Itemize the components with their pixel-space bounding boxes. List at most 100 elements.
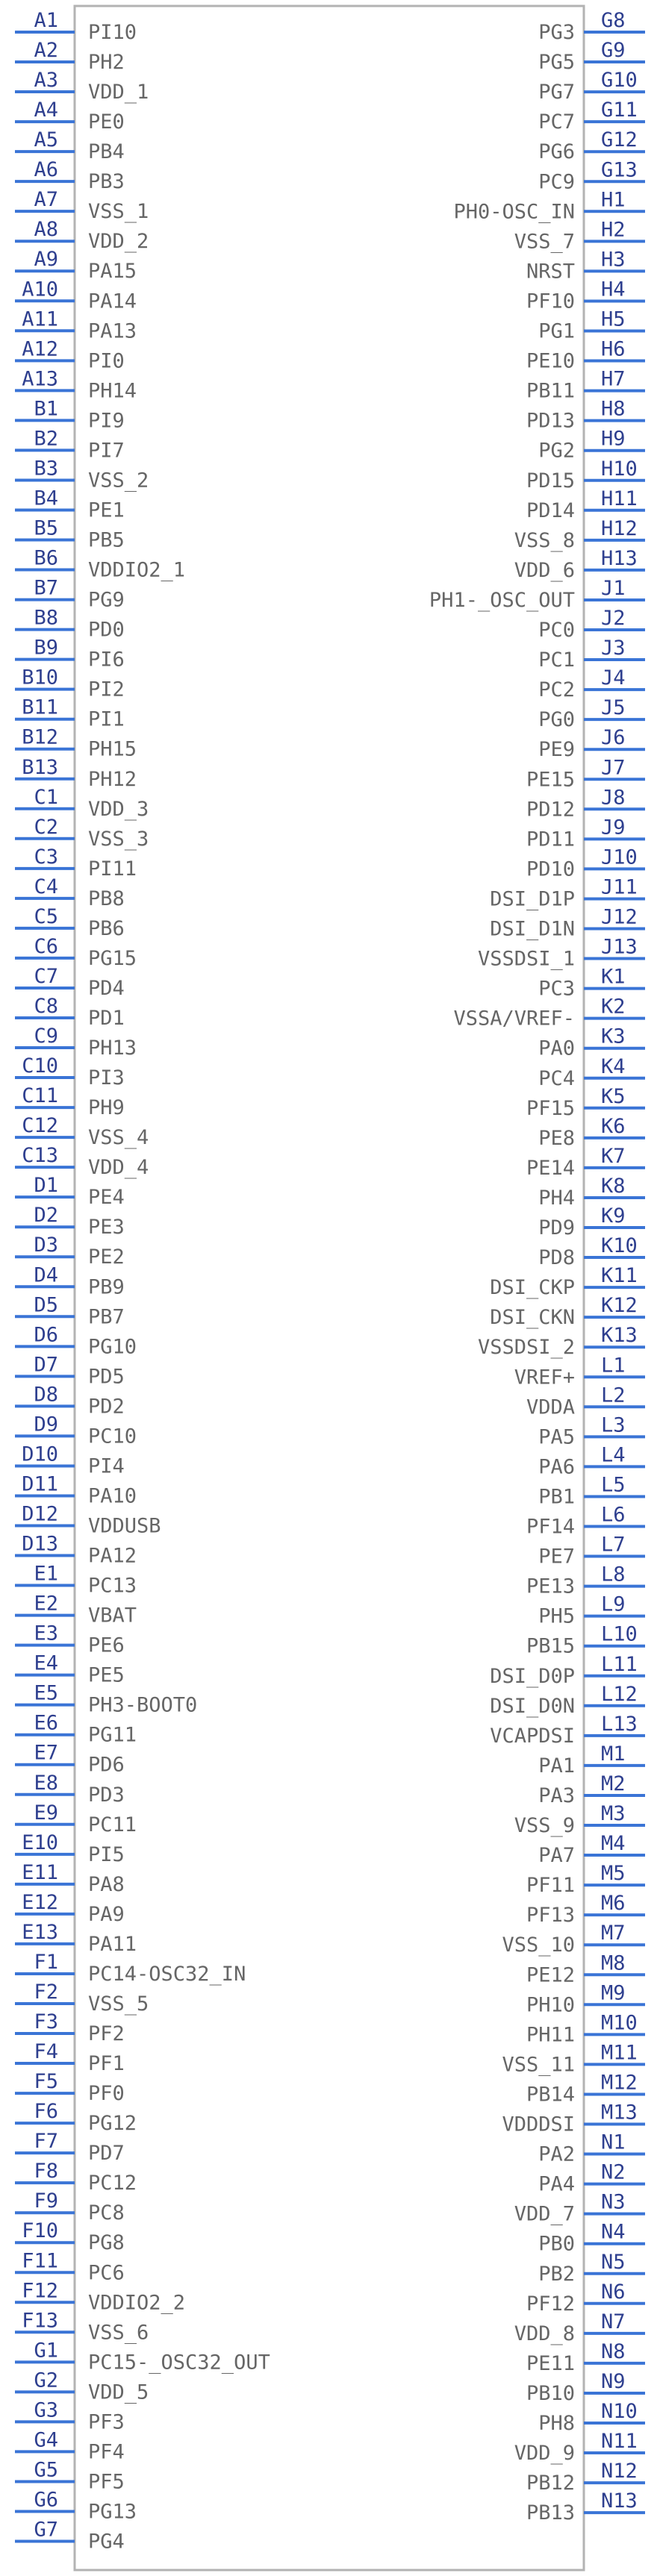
pin-label: PI4 bbox=[88, 1454, 125, 1478]
pin-number: L13 bbox=[601, 1713, 638, 1736]
pin-number: J11 bbox=[601, 875, 638, 898]
pin-label: VDD_9 bbox=[514, 2442, 575, 2465]
pin-label: PA10 bbox=[88, 1484, 137, 1507]
pin-number: B5 bbox=[34, 517, 58, 540]
pin-number: L3 bbox=[601, 1413, 626, 1437]
pin-number: K3 bbox=[601, 1025, 626, 1048]
pin-number: K4 bbox=[601, 1055, 626, 1078]
pin-number: D4 bbox=[34, 1263, 58, 1287]
pin-label: PC9 bbox=[538, 170, 575, 193]
pin-number: J13 bbox=[601, 936, 638, 959]
pin-number: D5 bbox=[34, 1293, 58, 1316]
pin-number: H6 bbox=[601, 338, 626, 361]
pin-label: PH2 bbox=[88, 51, 125, 74]
pin-number: E8 bbox=[34, 1772, 58, 1795]
pin-label: PC2 bbox=[538, 678, 575, 701]
pin-label: PH14 bbox=[88, 379, 137, 402]
pin-number: E2 bbox=[34, 1592, 58, 1616]
pin-label: PD8 bbox=[538, 1246, 575, 1269]
pin-number: K10 bbox=[601, 1234, 638, 1257]
pin-label: PE3 bbox=[88, 1216, 125, 1239]
pin-number: N5 bbox=[601, 2251, 626, 2274]
pin-label: PC1 bbox=[538, 648, 575, 672]
pin-label: VBAT bbox=[88, 1604, 137, 1628]
pin-label: PI7 bbox=[88, 439, 125, 462]
pin-number: B11 bbox=[22, 696, 58, 719]
pin-label: PH15 bbox=[88, 738, 137, 761]
pin-label: VSS_10 bbox=[502, 1933, 575, 1957]
pin-label: VSS_11 bbox=[502, 2053, 575, 2076]
pin-label: PD14 bbox=[526, 499, 575, 522]
pin-label: PD10 bbox=[526, 857, 575, 881]
pin-m7: M7 VSS_10 bbox=[502, 1922, 645, 1957]
pin-label: PG9 bbox=[88, 589, 125, 612]
pin-number: A6 bbox=[34, 158, 58, 181]
pin-number: D6 bbox=[34, 1323, 58, 1346]
pin-label: PB11 bbox=[526, 380, 575, 403]
pin-number: M3 bbox=[601, 1802, 626, 1825]
pin-number: H12 bbox=[601, 517, 638, 540]
pin-label: PH12 bbox=[88, 768, 137, 791]
pin-label: PG10 bbox=[88, 1335, 137, 1358]
pin-label: VSS_3 bbox=[88, 828, 149, 851]
pin-number: E6 bbox=[34, 1712, 58, 1735]
pin-number: D13 bbox=[22, 1533, 58, 1556]
pin-number: L6 bbox=[601, 1504, 626, 1527]
pin-number: J12 bbox=[601, 906, 638, 929]
pin-number: J2 bbox=[601, 607, 626, 630]
pin-label: PD2 bbox=[88, 1395, 125, 1418]
pin-number: E1 bbox=[34, 1563, 58, 1586]
pin-number: M7 bbox=[601, 1922, 626, 1945]
pin-label: PA12 bbox=[88, 1545, 137, 1568]
pin-number: J9 bbox=[601, 816, 626, 839]
pin-number: L7 bbox=[601, 1534, 626, 1557]
pin-number: E11 bbox=[22, 1861, 58, 1884]
pin-number: C13 bbox=[22, 1144, 58, 1167]
pin-label: PB5 bbox=[88, 529, 125, 552]
pin-number: F4 bbox=[34, 2040, 58, 2063]
pin-label: VSS_6 bbox=[88, 2321, 149, 2344]
pin-label: PF5 bbox=[88, 2470, 125, 2493]
pin-number: K7 bbox=[601, 1145, 626, 1168]
pin-label: PB3 bbox=[88, 170, 125, 193]
pin-number: M10 bbox=[601, 2011, 638, 2034]
pin-number: A3 bbox=[34, 69, 58, 92]
pin-number: B10 bbox=[22, 666, 58, 690]
pin-number: A13 bbox=[22, 367, 58, 390]
pin-label: PB4 bbox=[88, 140, 125, 163]
pin-number: B4 bbox=[34, 487, 58, 510]
pin-label: PC12 bbox=[88, 2172, 137, 2195]
pin-label: PD4 bbox=[88, 977, 125, 1000]
pin-number: C11 bbox=[22, 1084, 58, 1107]
component-body bbox=[73, 4, 585, 2572]
